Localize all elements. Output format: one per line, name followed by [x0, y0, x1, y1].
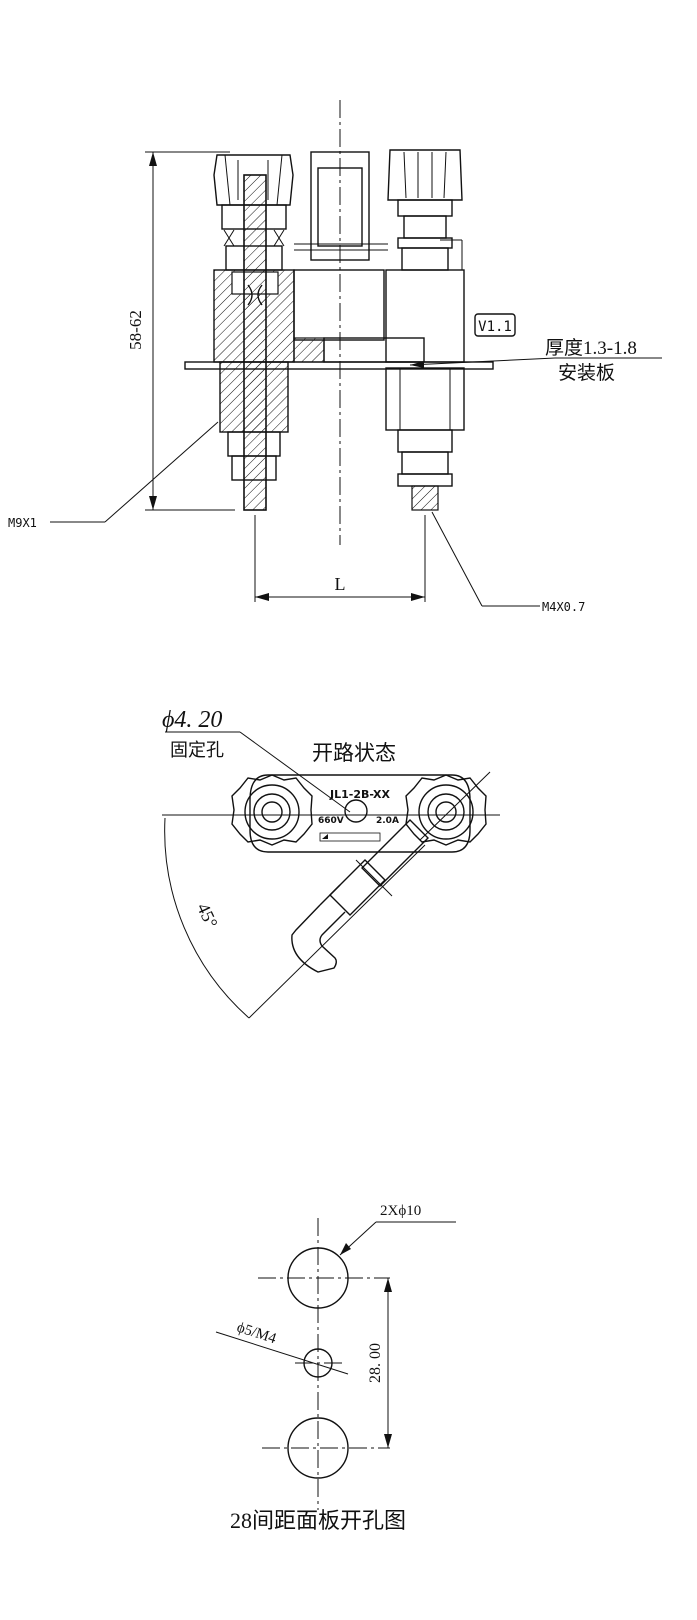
- version-tag: V1.1: [474, 313, 516, 337]
- version-tag-label: V1.1: [478, 319, 512, 335]
- plate-voltage-label: 660V: [318, 816, 344, 826]
- side-view: 58-62: [8, 100, 662, 614]
- length-dimension: L: [254, 515, 426, 602]
- thread-left-label: M9X1: [8, 516, 37, 530]
- angle-dimension: 45°: [164, 817, 426, 1019]
- panel-thickness-label: 厚度1.3-1.8: [545, 337, 637, 359]
- cutout-title: 28间距面板开孔图: [230, 1508, 406, 1533]
- plate-current-label: 2.0A: [376, 816, 399, 826]
- hole-label: 固定孔: [170, 740, 224, 761]
- center-hole-label: ϕ5/M4: [235, 1320, 279, 1348]
- cutout-view: 2Xϕ10 ϕ5/M4 28. 00 28间距面板开孔图: [215, 1203, 456, 1533]
- thread-right-label: M4X0.7: [542, 600, 585, 614]
- angle-label: 45°: [193, 900, 222, 931]
- left-terminal: [213, 154, 295, 511]
- hole-dim-label: ϕ4. 20: [162, 707, 222, 733]
- thread-right-callout: M4X0.7: [431, 511, 585, 614]
- spacing-dimension: 28. 00: [367, 1278, 392, 1448]
- right-terminal-top: [405, 774, 487, 846]
- holes-dim-label: 2Xϕ10: [380, 1203, 421, 1219]
- center-hole-callout: ϕ5/M4: [215, 1320, 349, 1375]
- right-terminal: [385, 149, 465, 511]
- spacing-dim-label: 28. 00: [367, 1343, 384, 1383]
- switch-handle: [291, 819, 429, 973]
- panel-label: 安装板: [558, 362, 615, 384]
- left-terminal-top: [231, 774, 313, 846]
- thread-left-callout: M9X1: [8, 421, 219, 530]
- brand-logo: [319, 832, 381, 842]
- mounting-panel: [184, 357, 662, 370]
- bottom-hole: [287, 1417, 349, 1479]
- plate-model-label: JL1-2B-XX: [329, 788, 391, 801]
- fixing-hole: [344, 799, 368, 823]
- state-label: 开路状态: [312, 741, 396, 765]
- height-dimension: 58-62: [126, 151, 235, 511]
- contact-arm: [293, 151, 425, 363]
- height-dim-label: 58-62: [126, 310, 145, 350]
- length-dim-label: L: [335, 574, 346, 594]
- top-view: ϕ4. 20 固定孔 开路状态 JL1-2B-XX 660V 2.0A: [162, 707, 500, 1019]
- holes-dim-callout: 2Xϕ10: [339, 1203, 456, 1256]
